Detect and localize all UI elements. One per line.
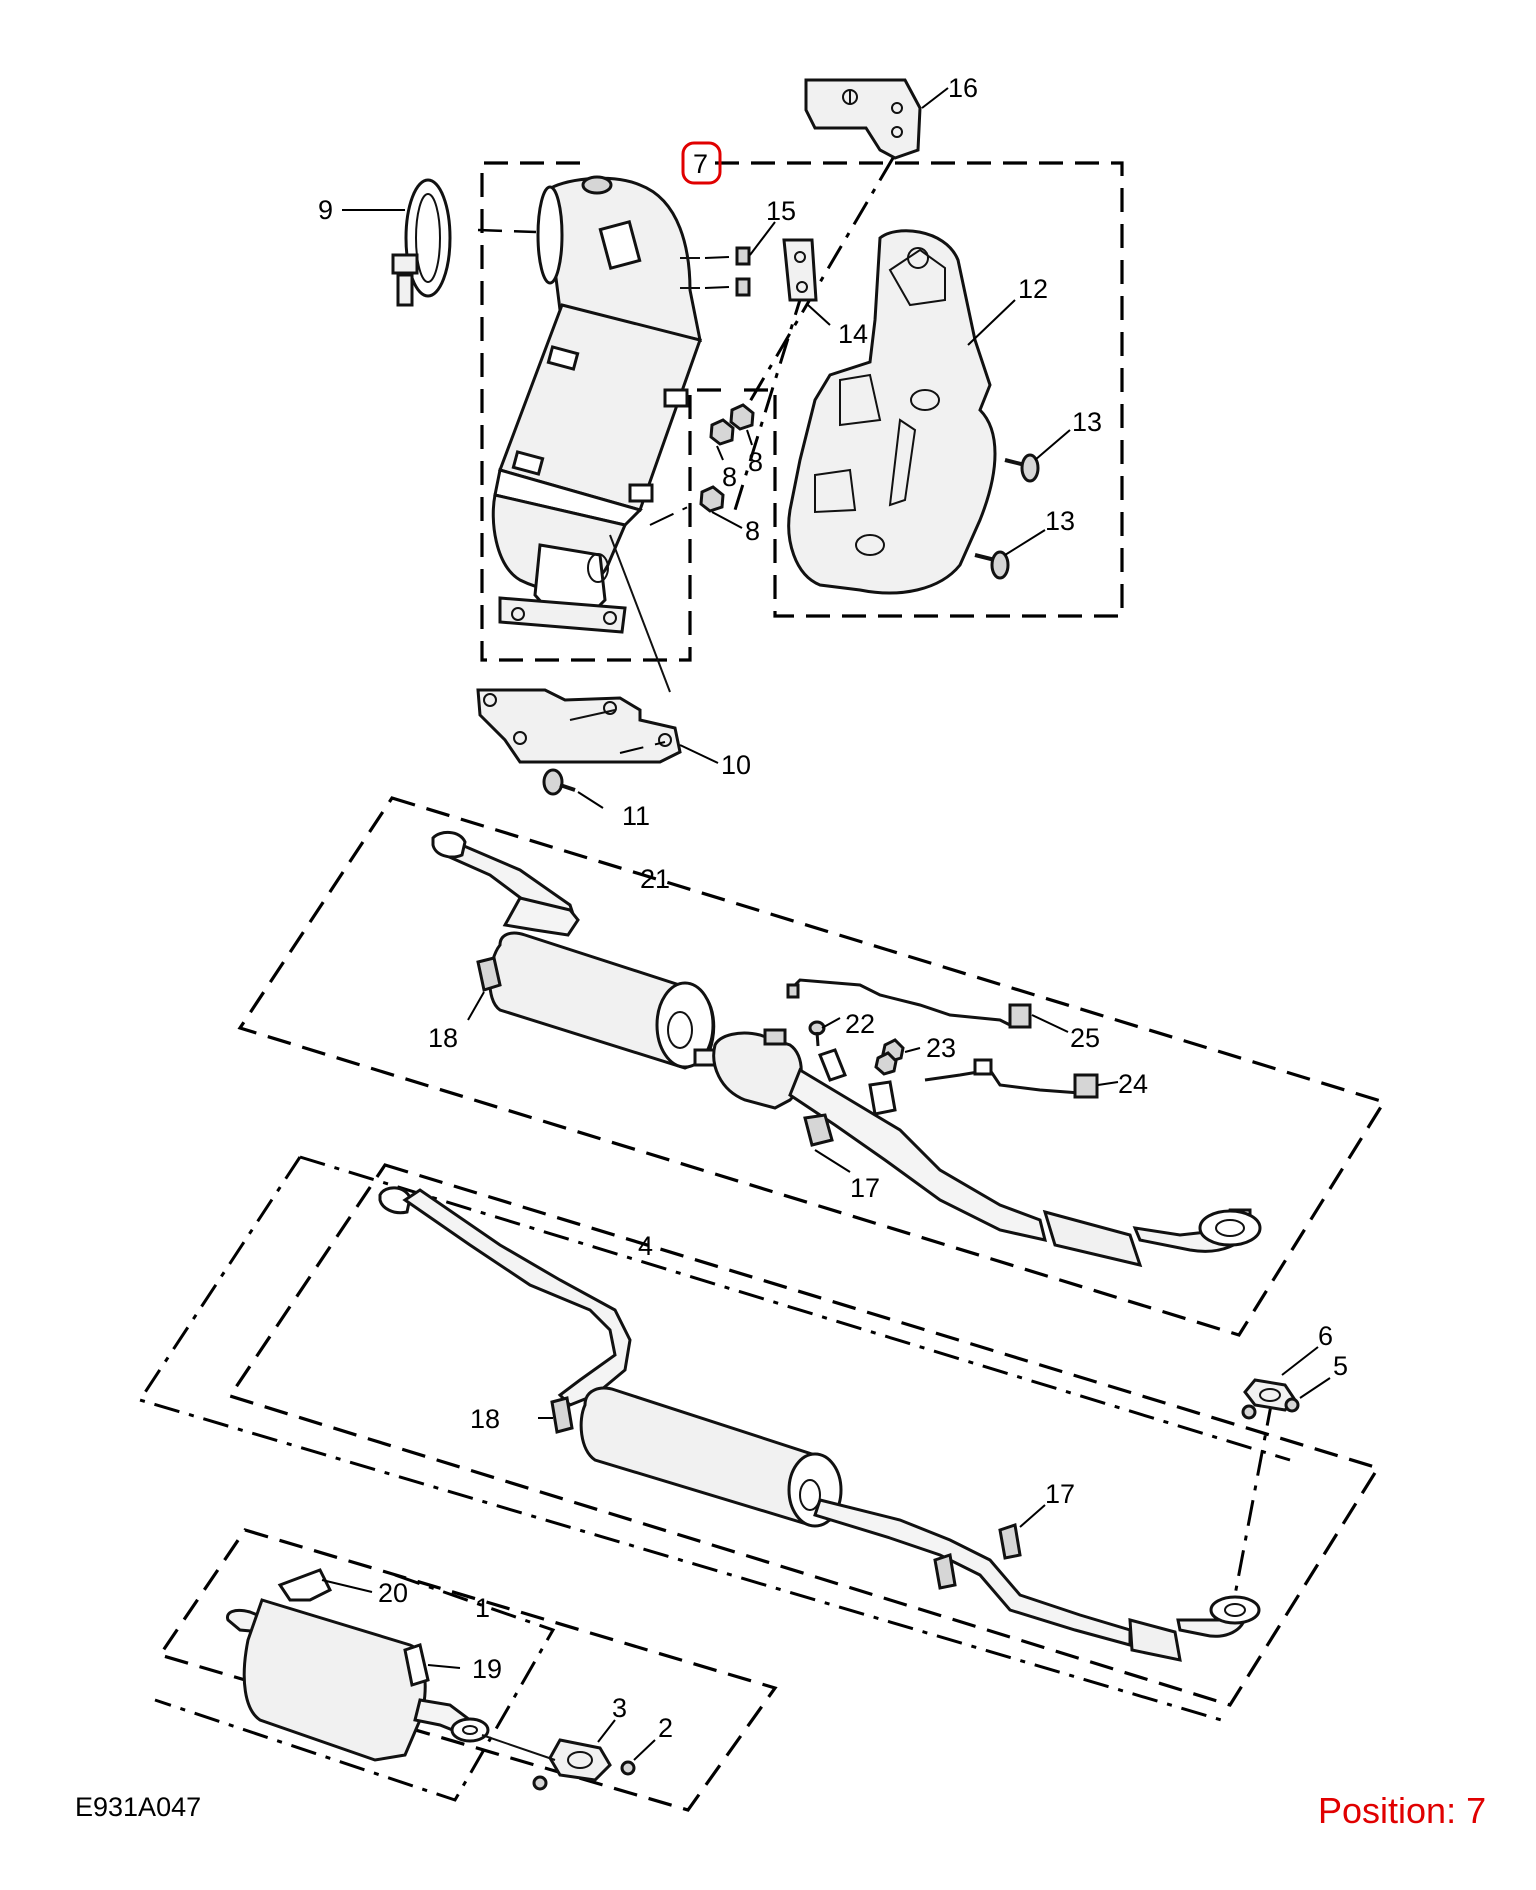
callout-4: 4 bbox=[638, 1231, 653, 1261]
callout-23: 23 bbox=[926, 1033, 956, 1063]
bolt-11 bbox=[542, 768, 604, 809]
callout-5: 5 bbox=[1333, 1351, 1348, 1381]
group-box-21 bbox=[237, 796, 1387, 1337]
callout-13a: 13 bbox=[1072, 407, 1102, 437]
group-box-1-inner bbox=[154, 1573, 556, 1802]
callout-16: 16 bbox=[948, 73, 978, 103]
callout-1: 1 bbox=[475, 1593, 490, 1623]
callout-8b: 8 bbox=[748, 447, 763, 477]
callout-15: 15 bbox=[766, 196, 796, 226]
callout-6: 6 bbox=[1318, 1321, 1333, 1351]
bracket-14 bbox=[782, 238, 831, 326]
callout-8a: 8 bbox=[722, 462, 737, 492]
callout-18a: 18 bbox=[428, 1023, 458, 1053]
sensor-25 bbox=[786, 978, 1069, 1033]
nuts-5 bbox=[1241, 1377, 1331, 1420]
front-exhaust-21 bbox=[431, 831, 1262, 1268]
gasket-6 bbox=[1243, 1346, 1319, 1412]
callout-13b: 13 bbox=[1045, 506, 1075, 536]
heat-shield-12 bbox=[787, 229, 1016, 595]
centerline-14 bbox=[733, 289, 805, 511]
callout-19: 19 bbox=[472, 1654, 502, 1684]
callout-22: 22 bbox=[845, 1009, 875, 1039]
middle-exhaust-4 bbox=[378, 1186, 1261, 1662]
gasket-3 bbox=[481, 1719, 616, 1782]
callout-18b: 18 bbox=[470, 1404, 500, 1434]
rear-muffler-1 bbox=[225, 1568, 490, 1762]
callout-2: 2 bbox=[658, 1713, 673, 1743]
bolts-13 bbox=[974, 429, 1071, 580]
centerline-4-6 bbox=[1233, 1399, 1274, 1596]
nut-23 bbox=[874, 1038, 921, 1076]
callout-25: 25 bbox=[1070, 1023, 1100, 1053]
callout-8c: 8 bbox=[745, 516, 760, 546]
sensor-24 bbox=[924, 1058, 1119, 1099]
callout-14: 14 bbox=[838, 319, 868, 349]
callout-20: 20 bbox=[378, 1578, 408, 1608]
position-indicator: Position: 7 bbox=[1318, 1790, 1486, 1831]
callout-3: 3 bbox=[612, 1693, 627, 1723]
callout-12: 12 bbox=[1018, 274, 1048, 304]
callout-17a: 17 bbox=[850, 1173, 880, 1203]
nuts-8 bbox=[649, 403, 755, 529]
group-box-4-outer bbox=[299, 1155, 1291, 1462]
group-box-7 bbox=[480, 161, 730, 662]
bracket-16 bbox=[804, 78, 949, 160]
callout-7: 7 bbox=[693, 149, 708, 179]
nuts-15 bbox=[704, 221, 776, 297]
bolt-22 bbox=[808, 1017, 841, 1047]
callout-24: 24 bbox=[1118, 1069, 1148, 1099]
centerline-16 bbox=[743, 157, 895, 411]
callout-17b: 17 bbox=[1045, 1479, 1075, 1509]
callout-11: 11 bbox=[622, 801, 650, 831]
catalytic-converter-7 bbox=[491, 175, 702, 693]
group-box-1 bbox=[157, 1528, 778, 1812]
group-box-4 bbox=[227, 1163, 1381, 1707]
highlight-position-7 bbox=[681, 141, 722, 185]
callout-21: 21 bbox=[640, 864, 670, 894]
diagram-code: E931A047 bbox=[75, 1792, 201, 1822]
nut-2 bbox=[532, 1739, 656, 1791]
bracket-10 bbox=[476, 688, 719, 764]
clamp-9 bbox=[342, 178, 537, 307]
callout-10: 10 bbox=[721, 750, 751, 780]
group-box-7-right bbox=[715, 161, 1124, 618]
callout-9: 9 bbox=[318, 195, 333, 225]
